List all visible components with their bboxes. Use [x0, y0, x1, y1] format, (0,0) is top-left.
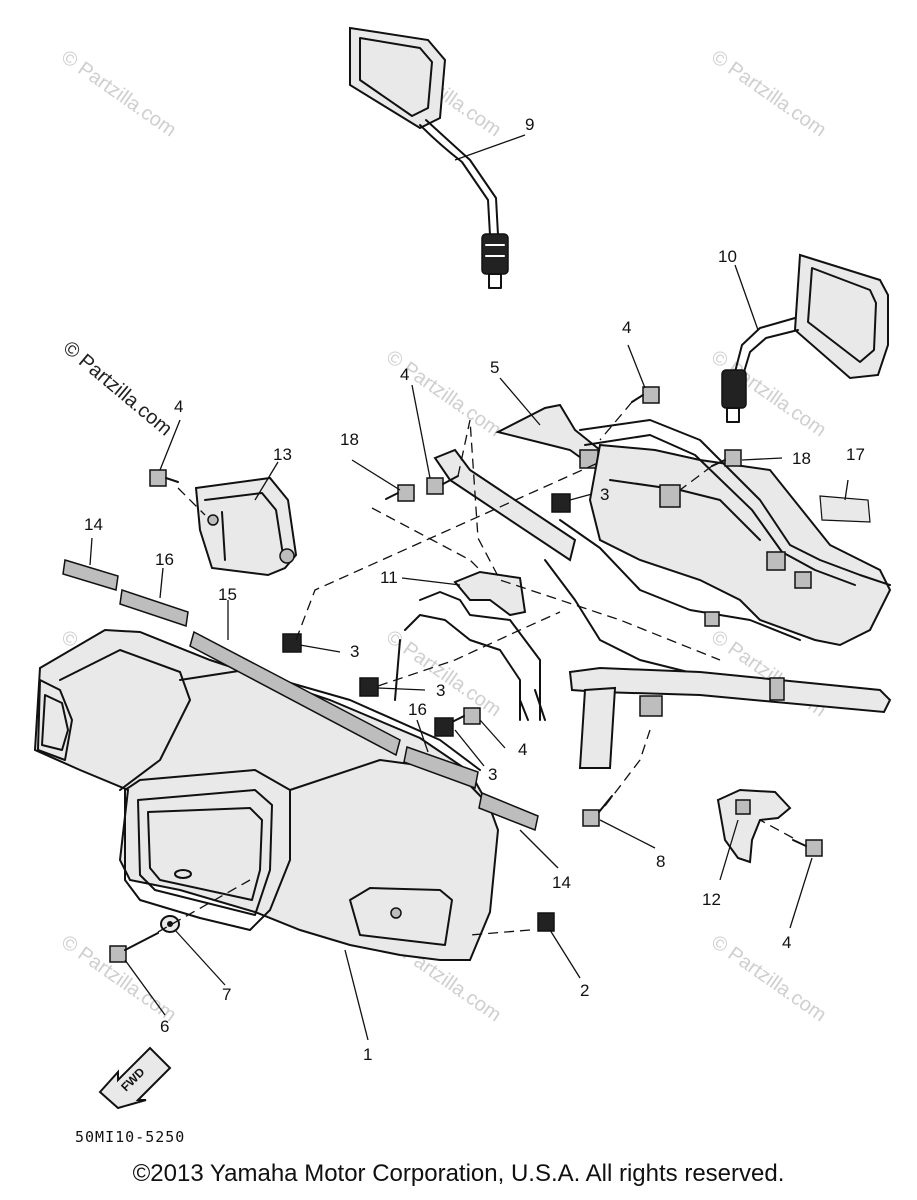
mirror-left — [349, 26, 509, 289]
bolt-4 — [451, 707, 481, 725]
callout-14: 14 — [84, 515, 103, 534]
callout-4: 4 — [518, 740, 527, 759]
watermark: © Partzilla.com — [382, 346, 505, 441]
watermark: © Partzilla.com — [707, 46, 830, 141]
callout-7: 7 — [222, 985, 231, 1004]
callout-4: 4 — [782, 933, 791, 952]
moldings — [62, 559, 539, 832]
bracket-13 — [194, 476, 298, 577]
bolt-4 — [149, 469, 179, 487]
watermark: © Partzilla.com — [707, 931, 830, 1026]
bolt-8 — [582, 795, 613, 827]
callout-6: 6 — [160, 1017, 169, 1036]
callout-15: 15 — [218, 585, 237, 604]
callout-4: 4 — [400, 365, 409, 384]
watermark: © Partzilla.com — [57, 46, 180, 141]
callout-14: 14 — [552, 873, 571, 892]
washer-7 — [160, 915, 180, 933]
callout-3: 3 — [436, 681, 445, 700]
callout-18: 18 — [340, 430, 359, 449]
callout-4: 4 — [622, 318, 631, 337]
callout-16: 16 — [408, 700, 427, 719]
callouts: 1 2 3 3 3 3 4 4 4 4 4 5 6 7 8 9 10 11 12… — [84, 115, 865, 1064]
label-17 — [819, 495, 871, 523]
nut-3 — [359, 677, 379, 697]
callout-11: 11 — [380, 568, 398, 587]
assembly-lines — [157, 401, 794, 936]
nut-3 — [282, 633, 302, 653]
callout-9: 9 — [525, 115, 534, 134]
callout-8: 8 — [656, 852, 665, 871]
fasteners — [109, 386, 823, 963]
callout-3: 3 — [350, 642, 359, 661]
nut-3 — [434, 717, 454, 737]
callout-2: 2 — [580, 981, 589, 1000]
callout-5: 5 — [490, 358, 499, 377]
callout-12: 12 — [702, 890, 721, 909]
bolt-4 — [792, 839, 823, 857]
callout-13: 13 — [273, 445, 292, 464]
drawing-code: 50MI10-5250 — [75, 1128, 185, 1146]
copyright-notice: ©2013 Yamaha Motor Corporation, U.S.A. A… — [132, 1160, 785, 1187]
callout-16: 16 — [155, 550, 174, 569]
callout-17: 17 — [846, 445, 865, 464]
bolt-4 — [426, 475, 459, 495]
bolt-18 — [711, 449, 742, 467]
callout-18: 18 — [792, 449, 811, 468]
nut-3 — [551, 493, 571, 513]
nut-2 — [537, 912, 555, 932]
mirror-right — [721, 253, 889, 423]
bracket-5 — [495, 403, 602, 470]
callout-3: 3 — [600, 485, 609, 504]
leader-lines — [89, 134, 849, 1041]
watermark-dark: © Partzilla.com — [59, 337, 176, 440]
bolt-4 — [631, 386, 660, 404]
callout-4: 4 — [174, 397, 183, 416]
callout-10: 10 — [718, 247, 737, 266]
callout-1: 1 — [363, 1045, 372, 1064]
bolt-6 — [109, 932, 159, 963]
bolt-18 — [385, 484, 415, 502]
fwd-arrow: FWD — [98, 1046, 172, 1110]
callout-3: 3 — [488, 765, 497, 784]
